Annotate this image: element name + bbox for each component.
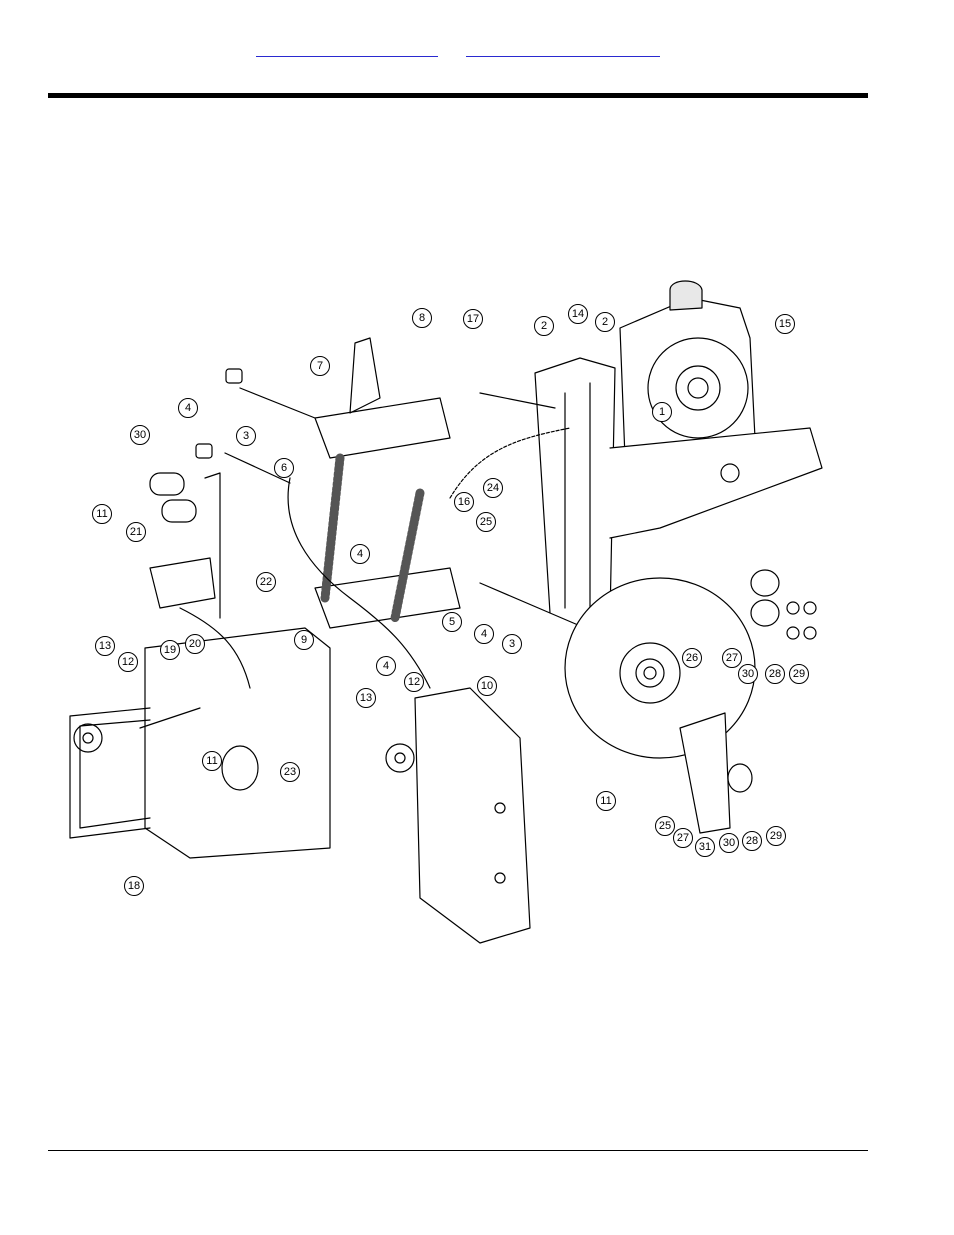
callout-30-label: 30: [133, 429, 147, 441]
callout-5: 5: [442, 612, 462, 632]
callout-4: 4: [350, 544, 370, 564]
callout-24: 24: [483, 478, 503, 498]
callout-3: 3: [502, 634, 522, 654]
callout-29: 29: [789, 664, 809, 684]
callout-10: 10: [477, 676, 497, 696]
callout-1: 1: [652, 402, 672, 422]
callout-21-label: 21: [129, 526, 143, 538]
callout-28-label: 28: [745, 835, 759, 847]
callout-3: 3: [236, 426, 256, 446]
callout-11-label: 11: [206, 755, 218, 767]
callout-4-label: 4: [184, 402, 192, 414]
callout-29: 29: [766, 826, 786, 846]
callout-13: 13: [95, 636, 115, 656]
callout-6: 6: [274, 458, 294, 478]
callout-22-label: 22: [259, 576, 273, 588]
callout-25-label: 25: [658, 820, 672, 832]
callout-28: 28: [765, 664, 785, 684]
callout-25: 25: [655, 816, 675, 836]
callout-5-label: 5: [448, 616, 456, 628]
callout-30: 30: [130, 425, 150, 445]
callout-19: 19: [160, 640, 180, 660]
callout-30: 30: [719, 833, 739, 853]
callout-18: 18: [124, 876, 144, 896]
callout-8: 8: [412, 308, 432, 328]
callout-12: 12: [404, 672, 424, 692]
callout-20-label: 20: [188, 638, 202, 650]
callout-28: 28: [742, 831, 762, 851]
callout-13-label: 13: [359, 692, 373, 704]
callout-10-label: 10: [480, 680, 494, 692]
callout-27: 27: [722, 648, 742, 668]
callout-31-label: 31: [698, 841, 712, 853]
parts-illustration: [69, 280, 823, 944]
callout-4: 4: [376, 656, 396, 676]
callout-23: 23: [280, 762, 300, 782]
callout-17: 17: [463, 309, 483, 329]
callout-13: 13: [356, 688, 376, 708]
header-link-right[interactable]: [466, 40, 660, 57]
header-rule: [48, 93, 868, 98]
callout-14-label: 14: [571, 308, 585, 320]
callout-31: 31: [695, 837, 715, 857]
callout-18-label: 18: [127, 880, 141, 892]
callout-12-label: 12: [407, 676, 421, 688]
callout-7-label: 7: [316, 360, 324, 372]
parts-diagram: 1 2 2 3 3 4 4 4 4 5 6 7 8 9 10 11 11 11 …: [50, 268, 830, 950]
callout-26-label: 26: [685, 652, 699, 664]
callout-25: 25: [476, 512, 496, 532]
callout-8-label: 8: [418, 312, 426, 324]
header-link-left[interactable]: [256, 40, 438, 57]
callout-30-label: 30: [722, 837, 736, 849]
callout-4: 4: [474, 624, 494, 644]
callout-11: 11: [92, 504, 112, 524]
callout-16: 16: [454, 492, 474, 512]
callout-2-label: 2: [601, 316, 609, 328]
callout-2: 2: [534, 316, 554, 336]
callout-11-label: 11: [96, 508, 108, 520]
callout-12-label: 12: [121, 656, 135, 668]
callout-28-label: 28: [768, 668, 782, 680]
callout-19-label: 19: [163, 644, 177, 656]
callout-11: 11: [202, 751, 222, 771]
callout-30-label: 30: [741, 668, 755, 680]
callout-11: 11: [596, 791, 616, 811]
callout-27-label: 27: [676, 832, 690, 844]
callout-6-label: 6: [280, 462, 288, 474]
callout-4: 4: [178, 398, 198, 418]
callout-30: 30: [738, 664, 758, 684]
callout-4-label: 4: [382, 660, 390, 672]
callout-29-label: 29: [792, 668, 806, 680]
callout-26: 26: [682, 648, 702, 668]
callout-13-label: 13: [98, 640, 112, 652]
callout-9: 9: [294, 630, 314, 650]
callout-2: 2: [595, 312, 615, 332]
callout-20: 20: [185, 634, 205, 654]
callout-3-label: 3: [242, 430, 250, 442]
callout-3-label: 3: [508, 638, 516, 650]
callout-27: 27: [673, 828, 693, 848]
callout-9-label: 9: [300, 634, 308, 646]
callout-15-label: 15: [778, 318, 792, 330]
callout-22: 22: [256, 572, 276, 592]
callout-27-label: 27: [725, 652, 739, 664]
callout-15: 15: [775, 314, 795, 334]
callout-2-label: 2: [540, 320, 548, 332]
callout-7: 7: [310, 356, 330, 376]
callout-11-label: 11: [600, 795, 612, 807]
footer-rule: [48, 1150, 868, 1151]
callout-23-label: 23: [283, 766, 297, 778]
callout-16-label: 16: [457, 496, 471, 508]
callout-4-label: 4: [480, 628, 488, 640]
callout-14: 14: [568, 304, 588, 324]
callout-1-label: 1: [658, 406, 666, 418]
callout-12: 12: [118, 652, 138, 672]
callout-17-label: 17: [466, 313, 480, 325]
callout-4-label: 4: [356, 548, 364, 560]
callout-25-label: 25: [479, 516, 493, 528]
callout-24-label: 24: [486, 482, 500, 494]
callout-29-label: 29: [769, 830, 783, 842]
callout-21: 21: [126, 522, 146, 542]
